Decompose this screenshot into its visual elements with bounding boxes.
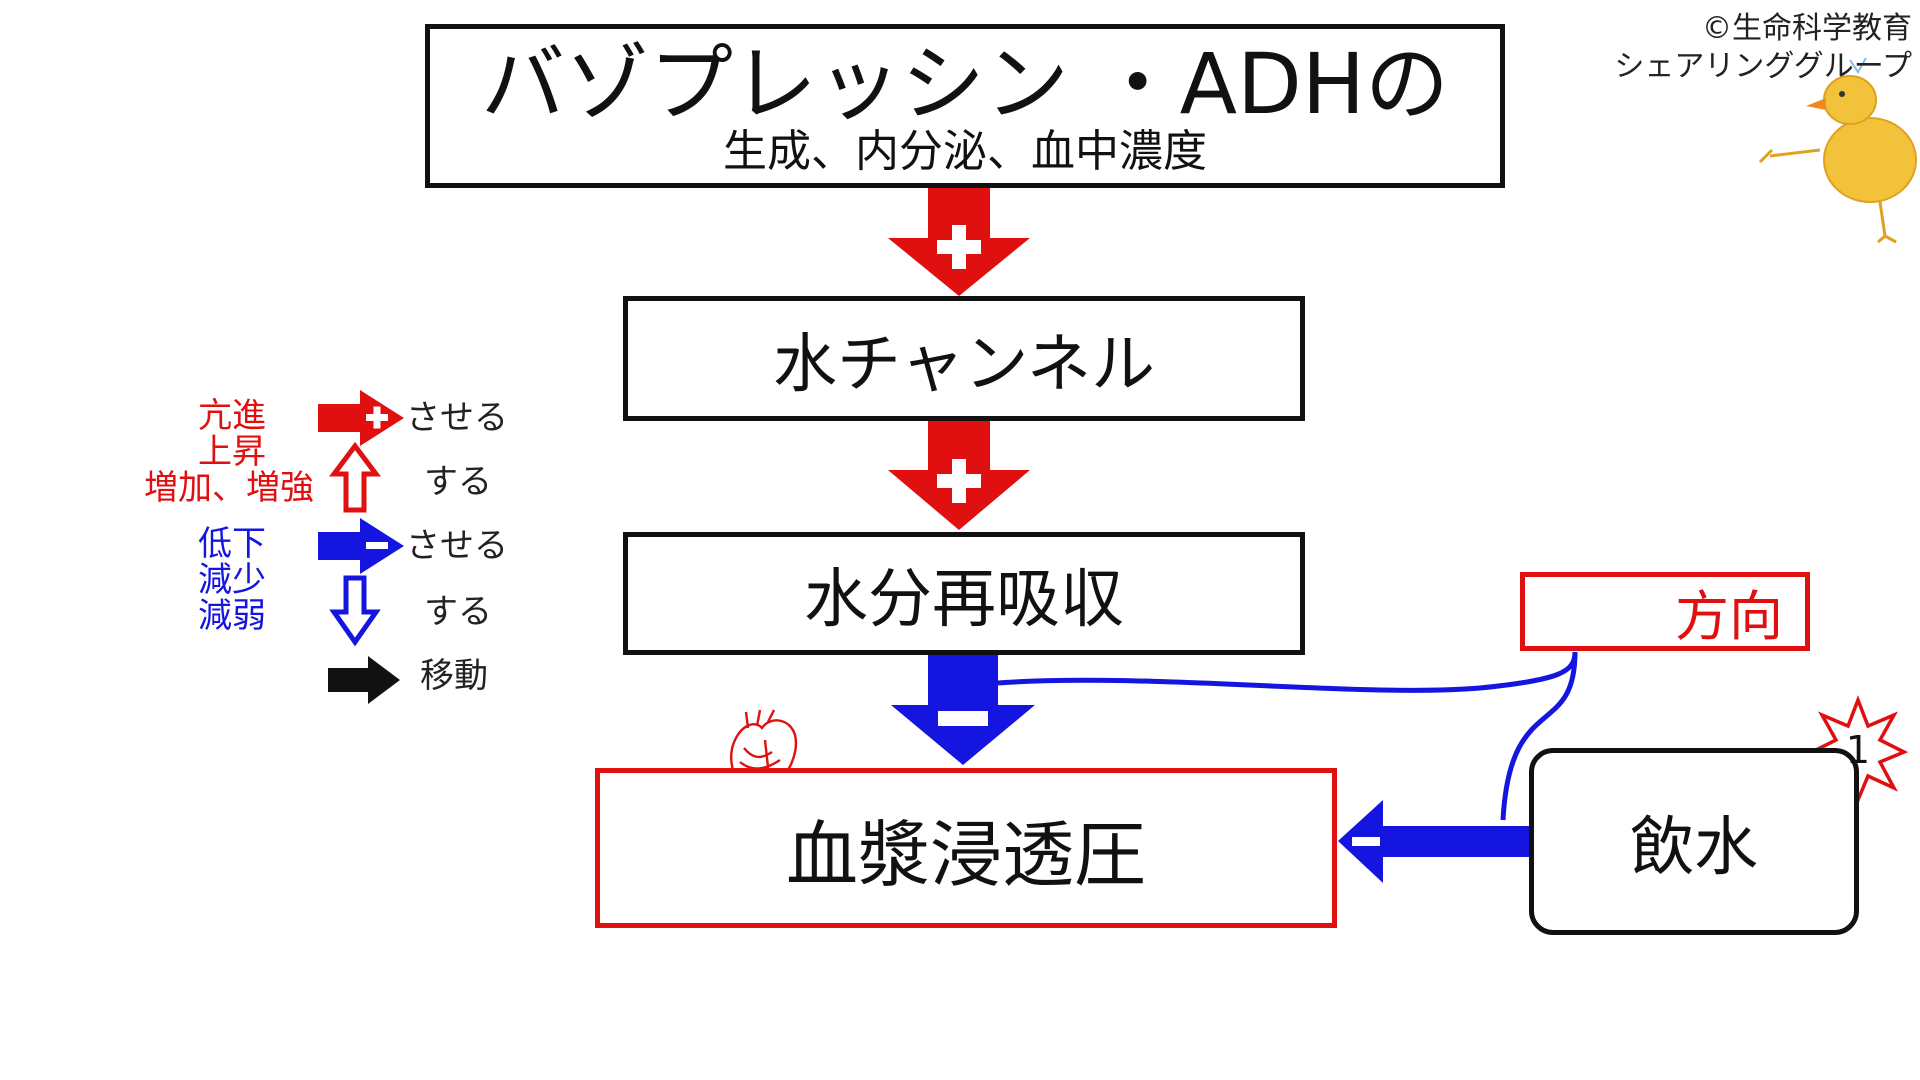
copyright-line-1: ©生命科学教育 xyxy=(1702,11,1912,46)
vasopressin-box: バゾプレッシン ・ADHの 生成、内分泌、血中濃度 xyxy=(425,24,1505,188)
duck-icon xyxy=(1758,57,1917,244)
legend-reduce-label-2: 減少 xyxy=(198,560,266,600)
legend-promote-arrow-text: させる xyxy=(406,398,508,438)
water-channel-box: 水チャンネル xyxy=(623,296,1305,421)
drinking-water-label: 飲水 xyxy=(1630,810,1758,885)
legend-down-arrow-icon xyxy=(329,575,381,647)
legend-promote-label-1: 亢進 xyxy=(198,396,266,436)
legend-reduce-updown-text: する xyxy=(424,592,492,632)
copyright-line-2: シェアリンググループ xyxy=(1614,49,1912,84)
drinking-water-box: 飲水 xyxy=(1529,748,1859,935)
legend-reduce-label-3: 減弱 xyxy=(198,596,266,636)
direction-label: 方向 xyxy=(1675,585,1783,648)
vasopressin-title: バゾプレッシン ・ADHの xyxy=(480,34,1449,133)
plasma-osmolality-label: 血漿浸透圧 xyxy=(785,812,1146,897)
minus-icon xyxy=(1352,837,1380,846)
legend-promote-label-3: 増加、増強 xyxy=(144,468,314,508)
legend-move-arrow-icon xyxy=(328,656,400,704)
plasma-osmolality-box: 血漿浸透圧 xyxy=(595,768,1337,928)
plus-icon xyxy=(937,459,981,503)
legend-promote-arrow xyxy=(318,390,404,446)
legend-promote-updown-text: する xyxy=(424,462,492,502)
legend-move-text: 移動 xyxy=(420,656,488,696)
water-reabsorption-box: 水分再吸収 xyxy=(623,532,1305,655)
plus-icon xyxy=(366,406,388,429)
plus-icon xyxy=(937,225,981,269)
promote-arrow-2 xyxy=(888,421,1030,530)
copyright-notice: ©生命科学教育 シェアリンググループ xyxy=(1614,10,1912,86)
minus-icon xyxy=(938,711,988,726)
legend-up-arrow-icon xyxy=(329,441,381,513)
minus-icon xyxy=(366,542,388,549)
starburst-badge-number: 1 xyxy=(1845,728,1871,772)
legend-reduce-label-1: 低下 xyxy=(198,524,266,564)
legend-reduce-arrow xyxy=(318,518,404,574)
reduce-arrow-reabsorption xyxy=(891,655,1035,765)
water-channel-label: 水チャンネル xyxy=(772,327,1156,402)
direction-box: 方向 xyxy=(1520,572,1810,651)
reduce-arrow-drink xyxy=(1338,800,1529,883)
legend-promote-label-2: 上昇 xyxy=(198,432,266,472)
promote-arrow-1 xyxy=(888,188,1030,296)
water-reabsorption-label: 水分再吸収 xyxy=(804,562,1124,637)
direction-connector xyxy=(997,651,1578,821)
vasopressin-subtitle: 生成、内分泌、血中濃度 xyxy=(723,125,1207,177)
legend-reduce-arrow-text: させる xyxy=(406,526,508,566)
